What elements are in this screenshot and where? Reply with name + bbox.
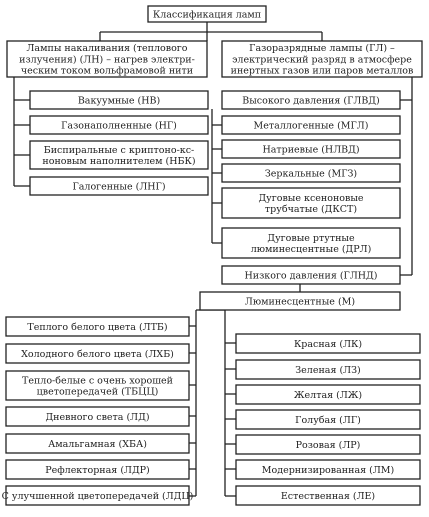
node-reflector: Рефлекторная (ЛДР) <box>5 459 190 480</box>
node-label: электрический разряд в атмосфере <box>232 54 412 65</box>
node-metal-halide: Металлогенные (МГЛ) <box>221 115 401 135</box>
node-box <box>221 187 401 219</box>
node-discharge: Газоразрядные лампы (ГЛ) –электрический … <box>221 40 423 78</box>
node-box <box>235 409 421 430</box>
node-sodium: Натриевые (НЛВД) <box>221 139 401 159</box>
node-box <box>221 40 423 78</box>
node-box <box>221 163 401 183</box>
node-root: Классификация ламп <box>147 5 267 23</box>
node-label: Естественная (ЛЕ) <box>281 491 375 502</box>
node-cool-white: Холодного белого цвета (ЛХБ) <box>5 343 190 364</box>
node-label: Рефлекторная (ЛДР) <box>45 465 150 476</box>
node-box <box>235 459 421 480</box>
node-high-pressure: Высокого давления (ГЛВД) <box>221 90 401 110</box>
node-box <box>29 140 209 170</box>
node-label: Дуговые ксеноновые <box>258 193 363 204</box>
node-box <box>5 485 190 506</box>
node-modernized: Модернизированная (ЛМ) <box>235 459 421 480</box>
node-label: Красная (ЛК) <box>294 339 362 350</box>
node-label: ноновым наполнителем (НБК) <box>42 156 195 167</box>
node-label: Биспиральные с криптоно-кс- <box>44 145 195 156</box>
node-label: Лампы накаливания (теплового <box>27 43 188 54</box>
node-warm-white: Теплого белого цвета (ЛТБ) <box>5 316 190 337</box>
node-vacuum: Вакуумные (НВ) <box>29 90 209 110</box>
node-box <box>221 227 401 259</box>
node-label: Галогенные (ЛНГ) <box>72 181 165 192</box>
node-label: инертных газов или паров металлов <box>231 66 414 77</box>
node-yellow: Желтая (ЛЖ) <box>235 384 421 405</box>
node-label: Газонаполненные (НГ) <box>61 120 177 131</box>
node-box <box>5 343 190 364</box>
node-label: излучения) (ЛН) – нагрев электри- <box>19 54 195 65</box>
node-label: С улучшенной цветопередачей (ЛДЦ) <box>2 491 194 502</box>
node-label: ческим током вольфрамовой нити <box>21 66 193 77</box>
node-box <box>147 5 267 23</box>
node-label: трубчатые (ДКСТ) <box>265 204 357 215</box>
node-pink: Розовая (ЛР) <box>235 434 421 455</box>
node-label: Люминесцентные (М) <box>245 296 355 307</box>
node-label: Газоразрядные лампы (ГЛ) – <box>249 43 395 54</box>
node-label: Тепло-белые с очень хорошей <box>22 375 173 386</box>
connector-lines <box>13 22 413 497</box>
node-label: Вакуумные (НВ) <box>78 95 160 106</box>
node-improved-cr: С улучшенной цветопередачей (ЛДЦ) <box>2 485 194 506</box>
node-box <box>6 40 208 78</box>
node-green: Зеленая (ЛЗ) <box>235 359 421 380</box>
node-label: Зеркальные (МГЗ) <box>265 168 357 179</box>
node-label: Высокого давления (ГЛВД) <box>242 95 380 106</box>
node-box <box>235 434 421 455</box>
node-warm-white-cr: Тепло-белые с очень хорошейцветопередаче… <box>5 370 190 401</box>
node-label: Дуговые ртутные <box>267 233 355 244</box>
node-label: Низкого давления (ГЛНД) <box>244 270 377 281</box>
node-label: Металлогенные (МГЛ) <box>254 120 369 131</box>
node-box <box>29 176 209 196</box>
node-label: Амальгамная (ХБА) <box>48 439 147 450</box>
node-mirror: Зеркальные (МГЗ) <box>221 163 401 183</box>
node-label: люминесцентные (ДРЛ) <box>251 244 372 255</box>
node-box <box>221 90 401 110</box>
node-low-pressure: Низкого давления (ГЛНД) <box>221 265 401 285</box>
node-label: Холодного белого цвета (ЛХБ) <box>21 349 174 360</box>
node-box <box>199 291 401 311</box>
node-halogen: Галогенные (ЛНГ) <box>29 176 209 196</box>
node-bispiral: Биспиральные с криптоно-кс-ноновым напол… <box>29 140 209 170</box>
node-box <box>5 370 190 401</box>
node-label: Теплого белого цвета (ЛТБ) <box>27 322 167 333</box>
node-gasfilled: Газонаполненные (НГ) <box>29 115 209 135</box>
node-red: Красная (ЛК) <box>235 333 421 354</box>
node-label: Розовая (ЛР) <box>296 440 361 451</box>
node-box <box>5 433 190 454</box>
node-box <box>235 333 421 354</box>
node-box <box>221 265 401 285</box>
node-box <box>29 90 209 110</box>
node-box <box>235 485 421 506</box>
node-box <box>235 359 421 380</box>
node-label: Желтая (ЛЖ) <box>294 390 362 401</box>
node-box <box>5 406 190 427</box>
node-label: Голубая (ЛГ) <box>295 415 361 426</box>
node-label: цветопередачей (ТБЦЦ) <box>37 387 159 398</box>
node-daylight: Дневного света (ЛД) <box>5 406 190 427</box>
node-natural: Естественная (ЛЕ) <box>235 485 421 506</box>
node-label: Зеленая (ЛЗ) <box>295 365 360 376</box>
node-box <box>5 316 190 337</box>
node-box <box>221 115 401 135</box>
node-label: Модернизированная (ЛМ) <box>262 465 394 476</box>
node-label: Натриевые (НЛВД) <box>262 144 359 155</box>
node-blue: Голубая (ЛГ) <box>235 409 421 430</box>
node-box <box>235 384 421 405</box>
node-box <box>29 115 209 135</box>
node-fluorescent: Люминесцентные (М) <box>199 291 401 311</box>
node-amalgam: Амальгамная (ХБА) <box>5 433 190 454</box>
node-box <box>221 139 401 159</box>
node-label: Дневного света (ЛД) <box>45 412 149 423</box>
node-label: Классификация ламп <box>153 9 261 20</box>
node-box <box>5 459 190 480</box>
